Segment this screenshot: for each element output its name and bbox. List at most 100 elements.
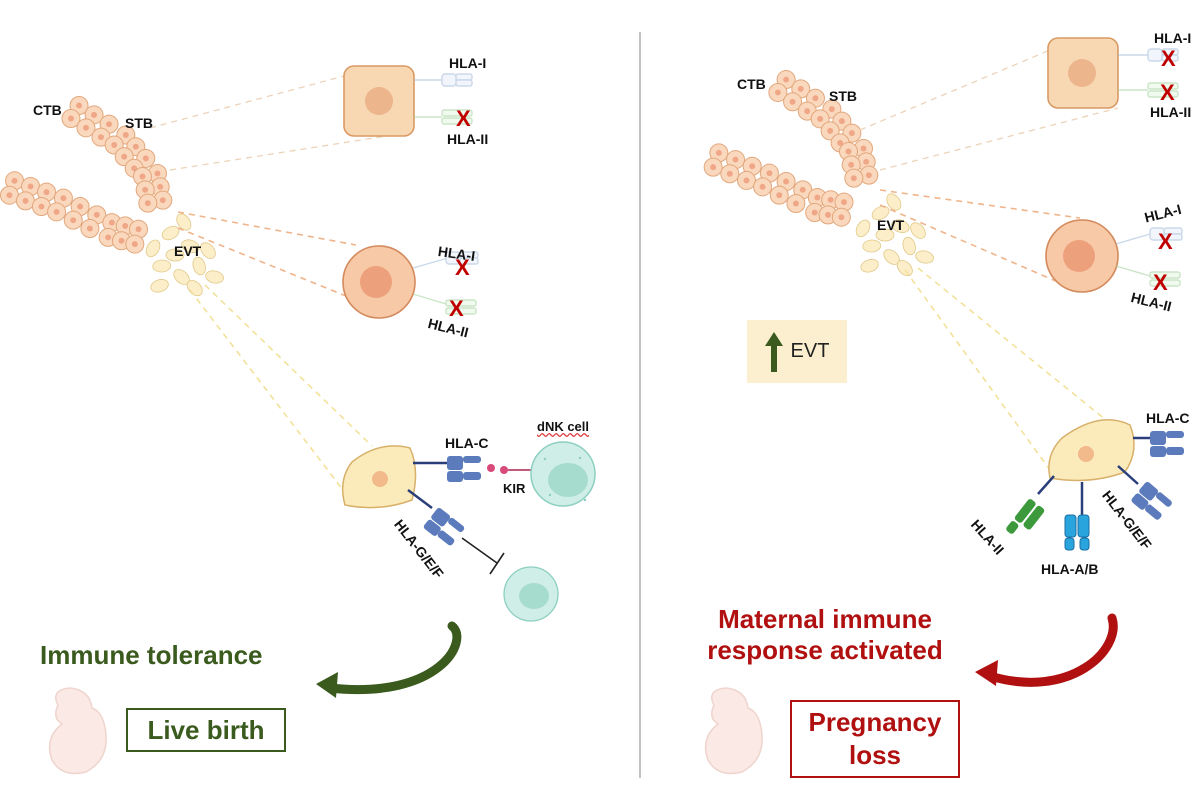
trophoblast-nucleus	[811, 209, 818, 216]
trophoblast-nucleus	[159, 197, 166, 204]
right-hla-ab-receptor	[1064, 482, 1090, 551]
nk-cell	[503, 566, 559, 622]
trophoblast-nucleus	[118, 237, 125, 244]
trophoblast-nucleus	[749, 163, 756, 170]
maternal-immune-line-1: Maternal immune	[718, 604, 932, 634]
left-evt-cell	[341, 445, 417, 509]
evt-increase-label: EVT	[790, 340, 830, 362]
trophoblast-nucleus	[157, 183, 164, 190]
left-stb-cell	[343, 65, 473, 137]
trophoblast-nucleus	[76, 102, 83, 109]
trophoblast-nucleus	[53, 208, 60, 215]
trophoblast-nucleus	[60, 195, 67, 202]
evt-cell	[176, 213, 192, 231]
evt-label-right: EVT	[877, 217, 905, 233]
trophoblast-nucleus	[139, 173, 146, 180]
hla-ii-label-right-top: HLA-II	[1150, 104, 1192, 120]
evt-cell	[875, 228, 895, 242]
trophoblast-nucleus	[142, 155, 149, 162]
trophoblast-nucleus	[91, 111, 98, 118]
right-evt-cell	[1048, 419, 1135, 482]
ctb-label-left: CTB	[33, 102, 62, 118]
immune-tolerance-heading: Immune tolerance	[40, 640, 263, 670]
maternal-immune-line-2: response activated	[707, 635, 943, 665]
evt-cell	[860, 259, 879, 273]
dnk-cell	[530, 441, 596, 507]
trophoblast-nucleus	[845, 148, 852, 155]
evt-cell	[915, 250, 934, 264]
trophoblast-nucleus	[797, 85, 804, 92]
trophoblast-nucleus	[70, 217, 77, 224]
evt-cell	[891, 219, 910, 233]
x-mark-right-top-1: X	[1161, 46, 1176, 71]
trophoblast-nucleus	[766, 170, 773, 177]
x-mark-right-mid-1: X	[1158, 229, 1173, 254]
x-mark-right-top-2: X	[1160, 80, 1175, 105]
trophoblast-nucleus	[86, 225, 93, 232]
trophoblast-nucleus	[121, 153, 128, 160]
right-projection-lines	[859, 49, 1119, 471]
trophoblast-nucleus	[93, 211, 100, 218]
right-embryo-icon	[704, 687, 763, 775]
pregnancy-loss-line-2: loss	[848, 740, 901, 770]
maternal-immune-heading: Maternal immune response activated	[690, 604, 960, 666]
right-hla-gef-receptor	[1117, 465, 1172, 520]
trophoblast-nucleus	[841, 199, 847, 206]
evt-cell	[145, 239, 161, 258]
right-stb-cell	[1047, 37, 1179, 109]
dnk-cell-label: dNK cell	[537, 419, 590, 434]
trophoblast-nucleus	[789, 98, 796, 105]
pregnancy-loss-line-1: Pregnancy	[808, 707, 942, 737]
trophoblast-nucleus	[122, 132, 129, 138]
trophoblast-nucleus	[22, 197, 29, 204]
evt-cell	[896, 259, 913, 277]
trophoblast-nucleus	[43, 189, 50, 196]
trophoblast-nucleus	[105, 234, 112, 241]
evt-cell	[871, 205, 890, 221]
evt-cell	[192, 256, 206, 276]
stb-label-right: STB	[829, 88, 857, 104]
trophoblast-nucleus	[726, 170, 733, 177]
trophoblast-nucleus	[865, 172, 872, 179]
right-hla-c-receptor	[1133, 431, 1184, 457]
evt-cell	[862, 239, 882, 253]
trophoblast-nucleus	[82, 124, 89, 131]
evt-cell	[910, 222, 926, 239]
x-mark-left-mid-2: X	[449, 296, 464, 321]
trophoblast-nucleus	[6, 192, 13, 199]
hla-ab-label: HLA-A/B	[1041, 561, 1099, 577]
trophoblast-nucleus	[848, 161, 855, 168]
evt-cell	[902, 236, 916, 256]
trophoblast-nucleus	[837, 139, 844, 146]
trophoblast-nucleus	[11, 177, 18, 184]
hla-i-label-left-top: HLA-I	[449, 55, 487, 71]
trophoblast-nucleus	[863, 158, 870, 165]
kir-receptor	[487, 464, 532, 474]
trophoblast-nucleus	[142, 186, 149, 193]
hla-c-label-right: HLA-C	[1146, 410, 1190, 426]
trophoblast-nucleus	[799, 186, 806, 193]
trophoblast-nucleus	[144, 200, 151, 207]
left-ctb-cell	[342, 245, 479, 319]
trophoblast-nucleus	[710, 164, 717, 171]
trophoblast-nucleus	[774, 89, 781, 96]
evt-cell	[150, 279, 169, 293]
trophoblast-nucleus	[67, 115, 74, 122]
trophoblast-nucleus	[77, 203, 84, 210]
trophoblast-nucleus	[828, 106, 835, 113]
trophoblast-nucleus	[827, 127, 834, 134]
kir-label: KIR	[503, 481, 526, 496]
trophoblast-nucleus	[783, 178, 790, 185]
evt-cell	[161, 225, 180, 241]
trophoblast-nucleus	[106, 121, 113, 128]
left-villus	[0, 96, 224, 297]
arrow-up-icon	[764, 331, 783, 372]
hla-c-label-left: HLA-C	[445, 435, 489, 451]
trophoblast-nucleus	[111, 142, 118, 148]
evt-label-left: EVT	[174, 243, 202, 259]
trophoblast-nucleus	[860, 145, 867, 152]
trophoblast-nucleus	[732, 156, 739, 163]
pregnancy-loss-box: Pregnancy loss	[790, 700, 960, 778]
trophoblast-nucleus	[827, 196, 834, 203]
